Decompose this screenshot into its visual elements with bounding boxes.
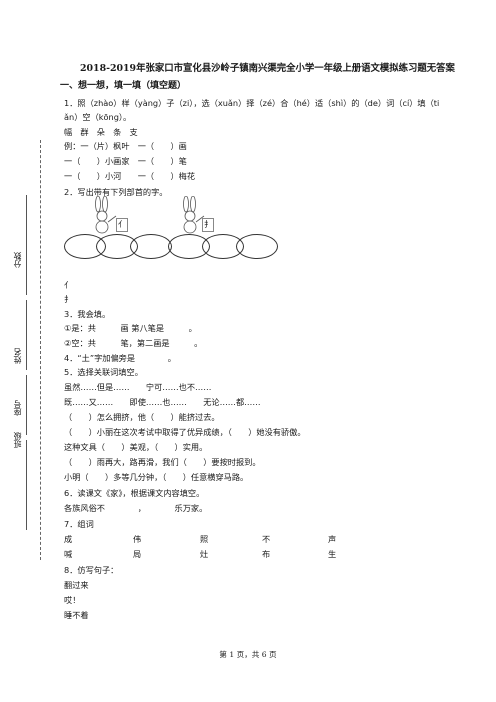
- q5-line7: 小明（ ）多等几分钟，（ ）任意横穿马路。: [64, 472, 249, 482]
- q6-label: 6．读课文《家》，根据课文内容填空。: [64, 488, 205, 498]
- id-field-line: [26, 375, 27, 435]
- q6-line1: 各族风俗不 ， 乐万家。: [64, 503, 208, 513]
- q1-row3: 一（ ）小河 一（ ）梅花: [64, 171, 196, 181]
- q8-line3: 睡不着: [64, 610, 89, 620]
- q8-label: 8．仿写句子：: [64, 565, 119, 575]
- q4-label: 4．“土”字加偏旁是 。: [64, 353, 176, 363]
- q7-char: 喊: [64, 549, 73, 559]
- q7-char: 伟: [133, 534, 142, 544]
- q3-line1: ①是：共 画 第八笔是 。: [64, 323, 197, 333]
- score-field-line: [26, 195, 27, 295]
- section-heading: 一、想一想，填一填（填空题）: [60, 81, 187, 91]
- q5-line2: 既……又…… 即使……也…… 无论……都……: [64, 397, 261, 407]
- q8-line1: 翻过来: [64, 580, 89, 590]
- q7-char: 灶: [200, 549, 209, 559]
- rabbit-illustration-left: [95, 196, 117, 234]
- answer-ellipse[interactable]: [130, 234, 172, 259]
- q1-row2: 一（ ）小画家 一（ ）笔: [64, 156, 187, 166]
- q1-chars: 幅 群 朵 条 支: [64, 127, 138, 137]
- q5-line5: 这种文具（ ）美观，（ ）实用。: [64, 442, 208, 452]
- name-field-line: [26, 300, 27, 370]
- q1-line2: ǎn）空（kōng）。: [64, 112, 132, 122]
- class-field-line: [26, 440, 27, 530]
- q5-line4: （ ）小丽在这次考试中取得了优异成绩，（ ）她没有骄傲。: [64, 427, 306, 437]
- q7-char: 生: [328, 549, 337, 559]
- radical-card-left: 亻: [116, 218, 128, 232]
- q8-line2: 哎！: [64, 595, 81, 605]
- q7-char: 成: [64, 534, 73, 544]
- q5-line3: （ ）怎么拥挤，他（ ）能挤过去。: [64, 412, 220, 422]
- id-label: 座号: [13, 400, 22, 416]
- q1-line1: 1．照（zhào）样（yàng）子（zi），选（xuǎn）择（zé）合（hé）适…: [64, 98, 440, 108]
- q3-label: 3．我会填。: [64, 309, 111, 319]
- q7-char: 布: [262, 549, 271, 559]
- q7-char: 声: [328, 534, 337, 544]
- q1-example: 例：一（片）枫叶 一（ ）画: [64, 141, 187, 151]
- q7-char: 局: [133, 549, 142, 559]
- q7-label: 7．组词: [64, 519, 94, 529]
- document-title: 2018-2019年张家口市宣化县沙岭子镇南兴渠完全小学一年级上册语文模拟练习题…: [80, 63, 455, 74]
- page-footer: 第 1 页，共 6 页: [219, 650, 277, 659]
- q7-char: 不: [262, 534, 271, 544]
- q5-line6: （ ）雨再大，路再滑，我们（ ）要按时报到。: [64, 457, 261, 467]
- q3-line2: ②空：共 笔，第二画是 。: [64, 338, 203, 348]
- radical-card-right: 扌: [202, 218, 214, 232]
- q2-label: 2．写出带有下列部首的字。: [64, 187, 168, 197]
- score-label: 分数: [13, 252, 22, 268]
- q5-label: 5．选择关联词填空。: [64, 367, 143, 377]
- class-label: 班级: [13, 432, 22, 448]
- binding-margin-line: [40, 140, 41, 560]
- q5-line1: 虽然……但是…… 宁可……也不……: [64, 382, 212, 392]
- q2-answer-1: 亻: [64, 280, 73, 290]
- q7-char: 照: [200, 534, 209, 544]
- answer-ellipse[interactable]: [236, 234, 278, 259]
- rabbit-illustration-right: [183, 196, 205, 234]
- name-label: 姓名: [13, 348, 22, 364]
- q2-answer-2: 扌: [64, 294, 73, 304]
